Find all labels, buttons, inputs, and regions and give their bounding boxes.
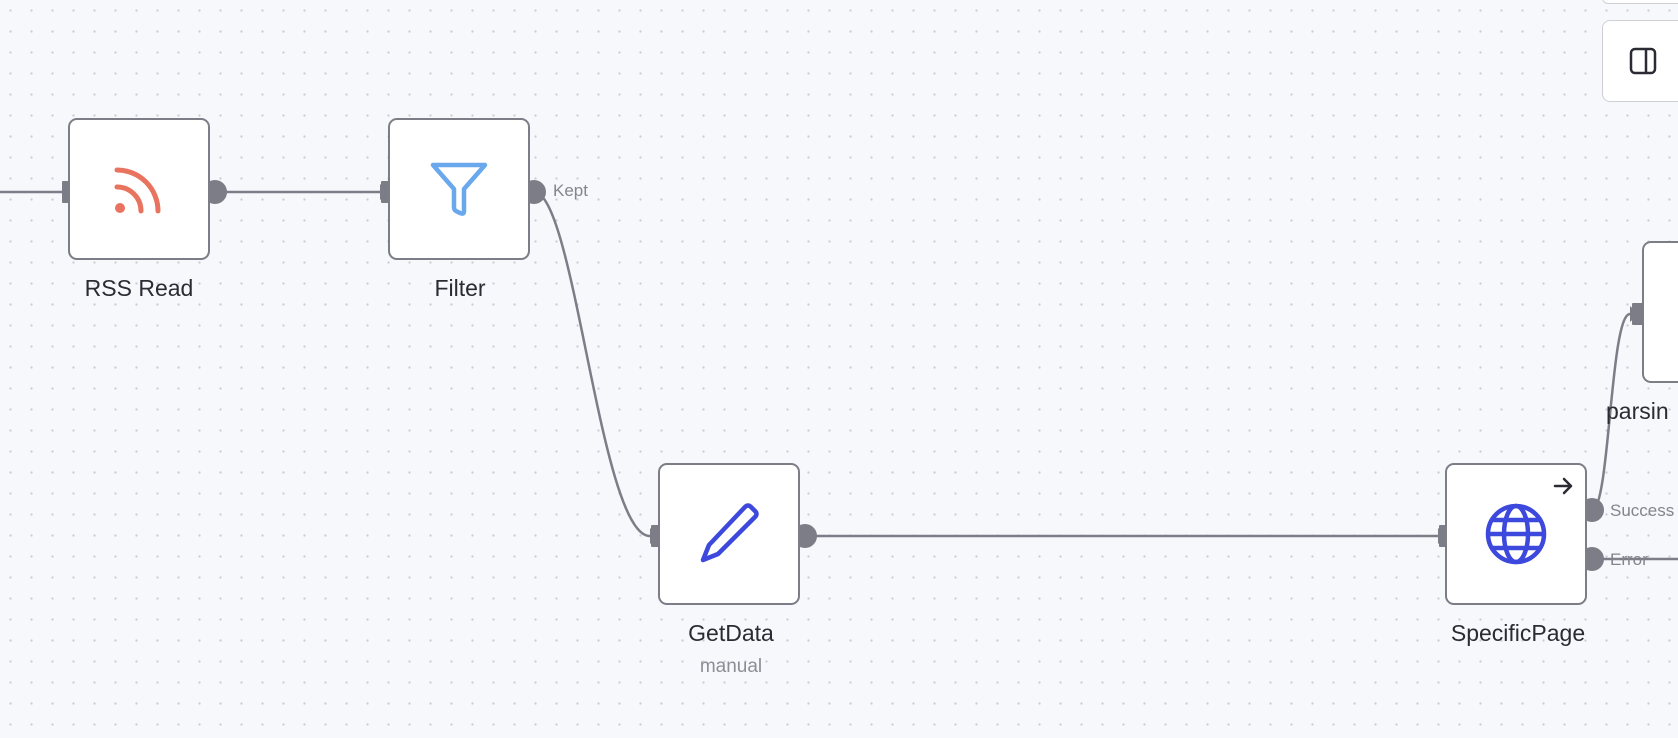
connection-filter-to-getdata[interactable]	[533, 190, 651, 538]
node-filter[interactable]	[388, 118, 530, 260]
node-label-filter: Filter	[434, 275, 486, 301]
node-rss-read[interactable]	[68, 118, 210, 260]
node-parsing[interactable]	[1642, 241, 1678, 383]
node-label-parsing: parsin	[1606, 398, 1669, 424]
node-label-specificpage: SpecificPage	[1450, 620, 1586, 646]
node-specificpage[interactable]	[1445, 463, 1587, 605]
rss-icon	[114, 167, 161, 214]
globe-icon	[1485, 503, 1547, 565]
arrow-right-icon	[1553, 477, 1573, 495]
output-label-success: Success	[1610, 501, 1675, 520]
filter-funnel-icon	[430, 162, 488, 216]
node-getdata[interactable]	[658, 463, 800, 605]
toolbar-button-partial[interactable]	[1602, 0, 1678, 4]
input-handle[interactable]	[1632, 303, 1643, 325]
node-label-rss-read: RSS Read	[84, 275, 194, 301]
node-subtitle-getdata: manual	[699, 656, 763, 677]
side-panel-icon	[1629, 47, 1657, 75]
node-label-getdata: GetData	[688, 620, 774, 646]
pencil-icon	[700, 503, 759, 563]
output-label-kept: Kept	[553, 181, 588, 200]
output-label-error: Error	[1610, 550, 1648, 569]
side-panel-toggle-button[interactable]	[1602, 20, 1678, 102]
